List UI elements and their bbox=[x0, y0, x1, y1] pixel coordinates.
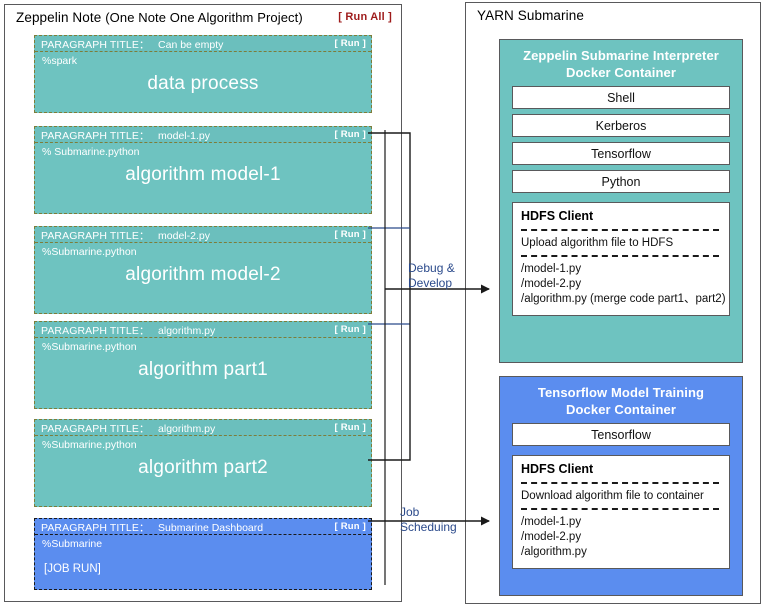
hdfs-divider-bottom bbox=[521, 508, 719, 510]
paragraph-header: PARAGRAPH TITLE： algorithm.py [ Run ] bbox=[35, 322, 371, 338]
paragraph-block-part1[interactable]: PARAGRAPH TITLE： algorithm.py [ Run ] %S… bbox=[34, 321, 372, 409]
hdfs-client-description: Upload algorithm file to HDFS bbox=[521, 237, 674, 249]
zeppelin-note-title-main: Zeppelin Note bbox=[16, 10, 102, 25]
paragraph-body-text: data process bbox=[147, 73, 259, 94]
hdfs-file-item: /model-1.py bbox=[521, 516, 582, 528]
paragraph-interpreter: % Submarine.python bbox=[42, 146, 140, 158]
paragraph-header: PARAGRAPH TITLE： algorithm.py [ Run ] bbox=[35, 420, 371, 436]
hdfs-client-description: Download algorithm file to container bbox=[521, 490, 704, 502]
paragraph-title-label: PARAGRAPH TITLE： bbox=[41, 130, 150, 142]
connector-label-debug-line2: Develop bbox=[408, 276, 453, 290]
paragraph-run-button[interactable]: [ Run ] bbox=[334, 324, 366, 335]
training-container-title: Tensorflow Model Training Docker Contain… bbox=[500, 377, 742, 418]
hdfs-file-item: /algorithm.py bbox=[521, 546, 587, 558]
paragraph-header: PARAGRAPH TITLE： Can be empty [ Run ] bbox=[35, 36, 371, 52]
hdfs-file-list: /model-1.py /model-2.py /algorithm.py (m… bbox=[521, 262, 726, 307]
paragraph-title-value: algorithm.py bbox=[158, 423, 216, 435]
paragraph-header: PARAGRAPH TITLE： model-2.py [ Run ] bbox=[35, 227, 371, 243]
paragraph-interpreter: %Submarine.python bbox=[42, 341, 137, 353]
zeppelin-note-panel: Zeppelin Note (One Note One Algorithm Pr… bbox=[4, 4, 402, 602]
paragraph-interpreter: %Submarine.python bbox=[42, 246, 137, 258]
paragraph-interpreter: %Submarine.python bbox=[42, 439, 137, 451]
zeppelin-note-subtitle: (One Note One Algorithm Project) bbox=[105, 10, 303, 25]
paragraph-title-value: model-2.py bbox=[158, 230, 210, 242]
zeppelin-note-title: Zeppelin Note (One Note One Algorithm Pr… bbox=[16, 10, 303, 25]
paragraph-body-text: algorithm part1 bbox=[138, 359, 268, 380]
hdfs-client-download-box: HDFS Client Download algorithm file to c… bbox=[512, 455, 730, 569]
connector-label-job-line2: Scheduing bbox=[400, 520, 457, 534]
training-container-title-line2: Docker Container bbox=[566, 402, 676, 417]
paragraph-run-button[interactable]: [ Run ] bbox=[334, 521, 366, 532]
paragraph-interpreter: %spark bbox=[42, 55, 78, 67]
tensorflow-model-training-container: Tensorflow Model Training Docker Contain… bbox=[499, 376, 743, 596]
paragraph-block-submarine-dashboard[interactable]: PARAGRAPH TITLE： Submarine Dashboard [ R… bbox=[34, 518, 372, 590]
paragraph-header: PARAGRAPH TITLE： Submarine Dashboard [ R… bbox=[35, 519, 371, 535]
paragraph-block-model-1[interactable]: PARAGRAPH TITLE： model-1.py [ Run ] % Su… bbox=[34, 126, 372, 214]
yarn-submarine-title: YARN Submarine bbox=[477, 8, 584, 23]
yarn-submarine-panel: YARN Submarine Zeppelin Submarine Interp… bbox=[465, 2, 761, 604]
hdfs-file-list: /model-1.py /model-2.py /algorithm.py bbox=[521, 515, 721, 560]
paragraph-run-button[interactable]: [ Run ] bbox=[334, 422, 366, 433]
connector-label-debug-line1: Debug & bbox=[408, 261, 455, 275]
connector-label-job-scheduling: Job Scheduing bbox=[400, 505, 457, 535]
paragraph-run-button[interactable]: [ Run ] bbox=[334, 229, 366, 240]
interpreter-container-title: Zeppelin Submarine Interpreter Docker Co… bbox=[500, 40, 742, 81]
chip-tensorflow[interactable]: Tensorflow bbox=[512, 142, 730, 165]
chip-kerberos[interactable]: Kerberos bbox=[512, 114, 730, 137]
connector-label-debug-develop: Debug & Develop bbox=[408, 261, 455, 291]
paragraph-block-part2[interactable]: PARAGRAPH TITLE： algorithm.py [ Run ] %S… bbox=[34, 419, 372, 507]
hdfs-file-item: /model-2.py bbox=[521, 531, 582, 543]
hdfs-client-title: HDFS Client bbox=[521, 209, 594, 223]
paragraph-title-value: Can be empty bbox=[158, 39, 224, 51]
paragraph-body-text: algorithm model-2 bbox=[125, 264, 281, 285]
hdfs-file-item: /model-2.py bbox=[521, 278, 582, 290]
chip-shell[interactable]: Shell bbox=[512, 86, 730, 109]
hdfs-divider-top bbox=[521, 482, 719, 484]
hdfs-client-title: HDFS Client bbox=[521, 462, 594, 476]
paragraph-job-run-text: [JOB RUN] bbox=[44, 563, 101, 575]
paragraph-title-label: PARAGRAPH TITLE： bbox=[41, 522, 150, 534]
paragraph-block-data-process[interactable]: PARAGRAPH TITLE： Can be empty [ Run ] %s… bbox=[34, 35, 372, 113]
hdfs-client-upload-box: HDFS Client Upload algorithm file to HDF… bbox=[512, 202, 730, 316]
paragraph-interpreter: %Submarine bbox=[42, 538, 103, 550]
hdfs-divider-top bbox=[521, 229, 719, 231]
training-container-title-line1: Tensorflow Model Training bbox=[537, 385, 705, 400]
hdfs-file-item: /algorithm.py (merge code part1、part2) bbox=[521, 293, 726, 305]
zeppelin-submarine-interpreter-container: Zeppelin Submarine Interpreter Docker Co… bbox=[499, 39, 743, 363]
hdfs-file-item: /model-1.py bbox=[521, 263, 582, 275]
hdfs-divider-bottom bbox=[521, 255, 719, 257]
paragraph-block-model-2[interactable]: PARAGRAPH TITLE： model-2.py [ Run ] %Sub… bbox=[34, 226, 372, 314]
connector-label-job-line1: Job bbox=[400, 505, 420, 519]
paragraph-title-value: model-1.py bbox=[158, 130, 210, 142]
interpreter-container-title-line1: Zeppelin Submarine Interpreter bbox=[523, 48, 719, 63]
paragraph-title-label: PARAGRAPH TITLE： bbox=[41, 230, 150, 242]
paragraph-title-value: algorithm.py bbox=[158, 325, 216, 337]
paragraph-body-text: algorithm model-1 bbox=[125, 164, 281, 185]
paragraph-title-value: Submarine Dashboard bbox=[158, 522, 264, 534]
paragraph-title-label: PARAGRAPH TITLE： bbox=[41, 39, 150, 51]
paragraph-body-text: algorithm part2 bbox=[138, 457, 268, 478]
paragraph-run-button[interactable]: [ Run ] bbox=[334, 38, 366, 49]
paragraph-title-label: PARAGRAPH TITLE： bbox=[41, 325, 150, 337]
chip-tensorflow-training[interactable]: Tensorflow bbox=[512, 423, 730, 446]
run-all-button[interactable]: [ Run All ] bbox=[338, 11, 392, 23]
interpreter-container-title-line2: Docker Container bbox=[566, 65, 676, 80]
chip-python[interactable]: Python bbox=[512, 170, 730, 193]
paragraph-header: PARAGRAPH TITLE： model-1.py [ Run ] bbox=[35, 127, 371, 143]
paragraph-title-label: PARAGRAPH TITLE： bbox=[41, 423, 150, 435]
paragraph-run-button[interactable]: [ Run ] bbox=[334, 129, 366, 140]
